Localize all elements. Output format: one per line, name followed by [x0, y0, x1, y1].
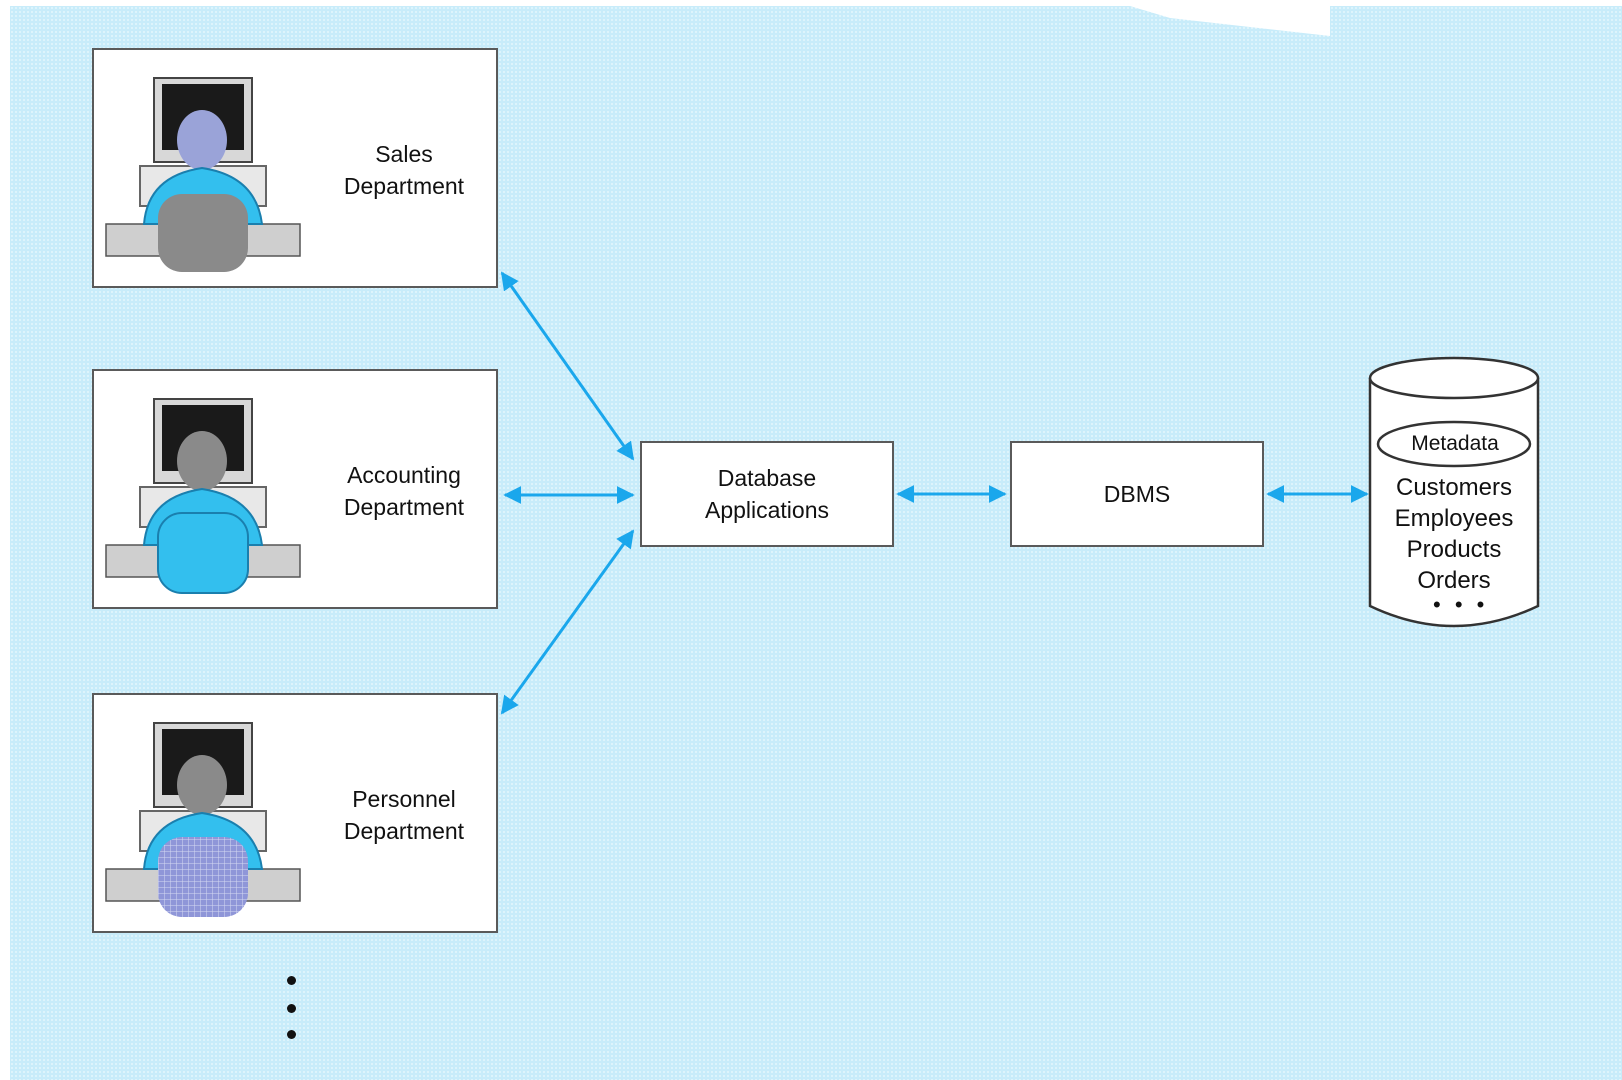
table-employees: Employees	[1394, 505, 1514, 532]
accounting-department-label: Accounting Department	[343, 462, 465, 520]
person-at-computer-icon	[105, 398, 301, 594]
sales-department-box: Sales Department	[92, 48, 498, 288]
accounting-department-box: Accounting Department	[92, 369, 498, 609]
dbms-box: DBMS	[1010, 441, 1264, 547]
continuation-dot	[287, 976, 296, 985]
tables-ellipsis: • • •	[1433, 592, 1489, 617]
table-customers: Customers	[1395, 474, 1513, 501]
database-applications-label: Database Applications	[704, 465, 830, 523]
person-at-computer-icon	[105, 77, 301, 272]
table-orders: Orders	[1417, 567, 1491, 594]
personnel-department-box: Personnel Department	[92, 693, 498, 933]
metadata-label: Metadata	[1411, 432, 1499, 455]
database-applications-box: Database Applications	[640, 441, 894, 547]
personnel-department-label: Personnel Department	[343, 786, 465, 844]
database-cylinder-icon	[1368, 356, 1540, 628]
person-at-computer-icon	[105, 722, 301, 917]
table-products: Products	[1406, 536, 1502, 563]
continuation-dot	[287, 1030, 296, 1039]
continuation-dot	[287, 1004, 296, 1013]
sales-department-label: Sales Department	[343, 141, 465, 199]
dbms-label: DBMS	[1103, 481, 1171, 507]
